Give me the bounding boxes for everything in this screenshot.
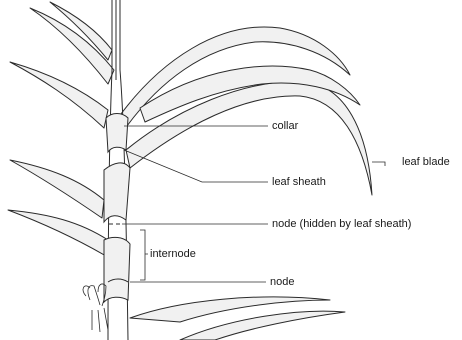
sheath-lower <box>104 237 130 302</box>
left-leaf-upper <box>10 62 108 128</box>
internode-bracket <box>140 230 148 280</box>
node-label: node <box>270 276 294 288</box>
leaf-blade-label: leaf blade <box>402 156 450 168</box>
sheath-mid <box>104 163 130 222</box>
collar-label: collar <box>272 120 298 132</box>
left-leaf-mid <box>10 160 104 218</box>
leaf-sheath-label: leaf sheath <box>272 176 326 188</box>
internode-label: internode <box>150 248 196 260</box>
sheath-upper <box>106 114 128 153</box>
left-leaf-lower <box>8 210 108 256</box>
leaf-blade-leader <box>372 162 385 166</box>
node-hidden-label: node (hidden by leaf sheath) <box>272 218 411 230</box>
